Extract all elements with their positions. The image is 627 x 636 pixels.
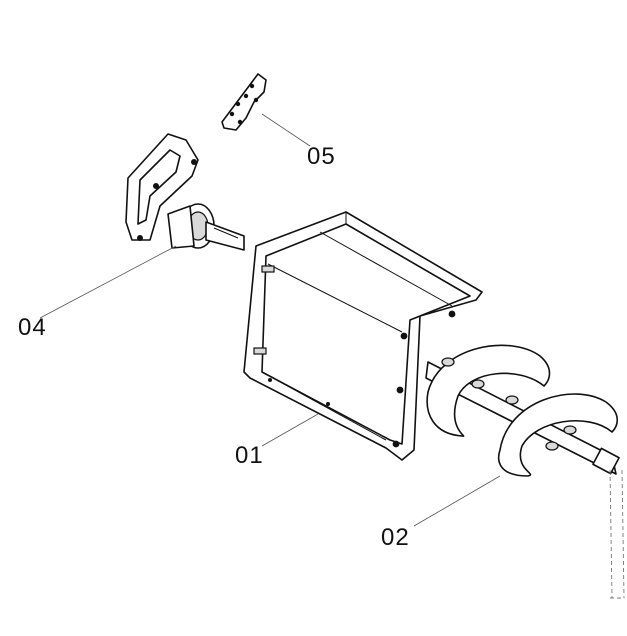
phantom-shaft [609, 469, 625, 599]
part-number-02: 02 [381, 524, 410, 551]
part-number-04: 04 [18, 314, 47, 341]
part-05-plate [221, 73, 267, 131]
part-01-housing [243, 211, 483, 461]
leader-05 [261, 113, 311, 147]
part-04-gearbox [125, 133, 245, 251]
part-number-01: 01 [235, 442, 264, 469]
part-02-auger [425, 344, 620, 477]
leader-04 [39, 245, 177, 319]
leader-02 [413, 475, 501, 527]
leader-01 [261, 413, 319, 447]
part-number-05: 05 [307, 143, 336, 170]
